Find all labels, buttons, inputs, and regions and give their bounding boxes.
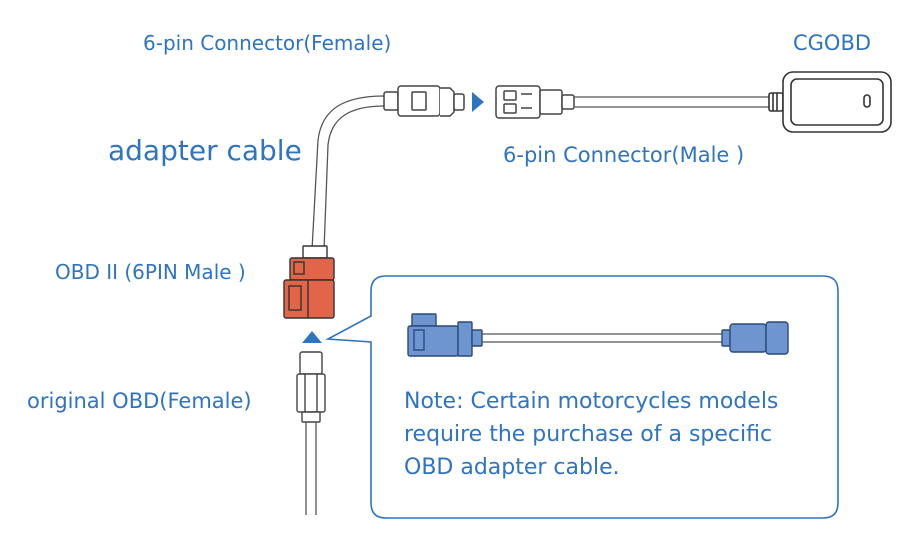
female-connector-label: 6-pin Connector(Female) [143, 31, 392, 55]
obd2-male-connector [283, 245, 335, 319]
device-cable [574, 96, 770, 108]
note-line-1: Note: Certain motorcycles models [404, 389, 779, 414]
alt-adapter-cable [482, 333, 722, 343]
adapter-cable-label: adapter cable [108, 134, 302, 167]
note-text: Note: Certain motorcycles models require… [404, 385, 824, 484]
six-pin-male-connector [495, 85, 575, 119]
six-pin-female-connector [383, 85, 465, 117]
adapter-cable [311, 95, 386, 251]
original-obd-female-connector [296, 351, 326, 423]
cgobd-label: CGOBD [793, 31, 872, 55]
original-obd-label: original OBD(Female) [27, 389, 252, 413]
note-line-2: require the purchase of a specific [404, 422, 773, 447]
alt-adapter-small-connector [721, 321, 789, 355]
male-connector-label: 6-pin Connector(Male ) [503, 143, 745, 167]
alt-adapter-large-connector [407, 313, 483, 357]
connect-arrow-right [472, 92, 484, 112]
obd2-male-label: OBD II (6PIN Male ) [55, 260, 246, 284]
note-line-3: OBD adapter cable. [404, 455, 620, 480]
cgobd-device [768, 71, 892, 133]
connect-arrow-up [302, 331, 322, 343]
original-obd-cable [305, 422, 317, 515]
